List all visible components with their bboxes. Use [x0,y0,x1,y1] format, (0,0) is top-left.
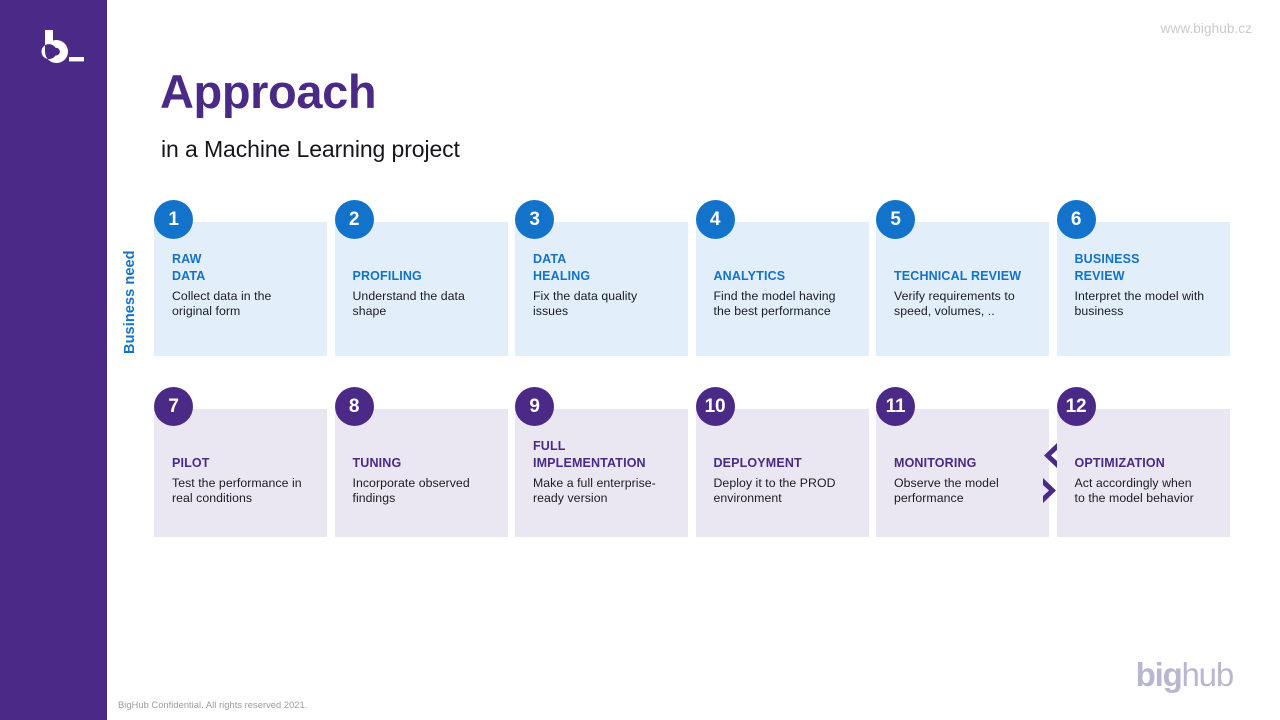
step-number-badge-8: 8 [334,387,374,426]
wordmark-hub: hub [1181,656,1235,693]
phase-description-6: Interpret the model with business [1074,289,1205,319]
phase-description-8: Incorporate observed findings [352,476,470,506]
wordmark-big: big [1135,656,1183,693]
phase-description-12: Act accordingly when to the model behavi… [1074,476,1194,506]
phase-title-2: PROFILING [352,269,422,283]
bighub-b-logo-icon [41,30,84,64]
phase-title-6: BUSINESS REVIEW [1074,252,1140,283]
step-number-badge-10: 10 [695,387,735,426]
phase-description-2: Understand the data shape [352,289,465,319]
bighub-wordmark: bighub [1135,656,1235,693]
step-number-badge-3: 3 [515,200,554,239]
phase-title-4: ANALYTICS [713,269,786,283]
step-number-badge-9: 9 [515,387,554,426]
page-subtitle: in a Machine Learning project [161,136,460,162]
phase-title-5: TECHNICAL REVIEW [894,269,1022,283]
step-number-badge-12: 12 [1056,387,1096,426]
phase-title-8: TUNING [352,456,402,470]
phase-title-1: RAW DATA [172,252,206,283]
phase-title-7: PILOT [172,456,210,470]
bidirectional-chevrons-icon [1043,443,1057,503]
page-title: Approach [160,65,377,118]
confidential-footer: BigHub Confidential. All rights reserved… [118,700,308,710]
phase-title-9: FULL IMPLEMENTATION [533,439,646,470]
phase-description-11: Observe the model performance [894,476,999,506]
site-url: www.bighub.cz [1160,21,1252,36]
phase-description-9: Make a full enterprise- ready version [533,476,656,506]
business-need-axis-label: Business need [122,250,138,354]
phase-description-10: Deploy it to the PROD environment [713,476,836,506]
step-number-badge-1: 1 [154,200,193,239]
step-number-badge-4: 4 [695,200,735,239]
phase-title-10: DEPLOYMENT [713,456,802,470]
phase-title-11: MONITORING [894,456,977,470]
left-brand-band [0,0,107,720]
phase-description-5: Verify requirements to speed, volumes, .… [894,289,1015,319]
step-number-badge-7: 7 [154,387,193,426]
phase-description-3: Fix the data quality issues [533,289,638,319]
step-number-badge-6: 6 [1056,200,1096,239]
phase-title-3: DATA HEALING [533,252,591,283]
step-number-badge-2: 2 [334,200,374,239]
step-number-badge-11: 11 [876,387,915,426]
phase-description-4: Find the model having the best performan… [713,289,836,319]
phase-description-7: Test the performance in real conditions [172,476,302,506]
phase-title-12: OPTIMIZATION [1074,456,1165,470]
step-number-badge-5: 5 [876,200,915,239]
phase-description-1: Collect data in the original form [172,289,272,319]
